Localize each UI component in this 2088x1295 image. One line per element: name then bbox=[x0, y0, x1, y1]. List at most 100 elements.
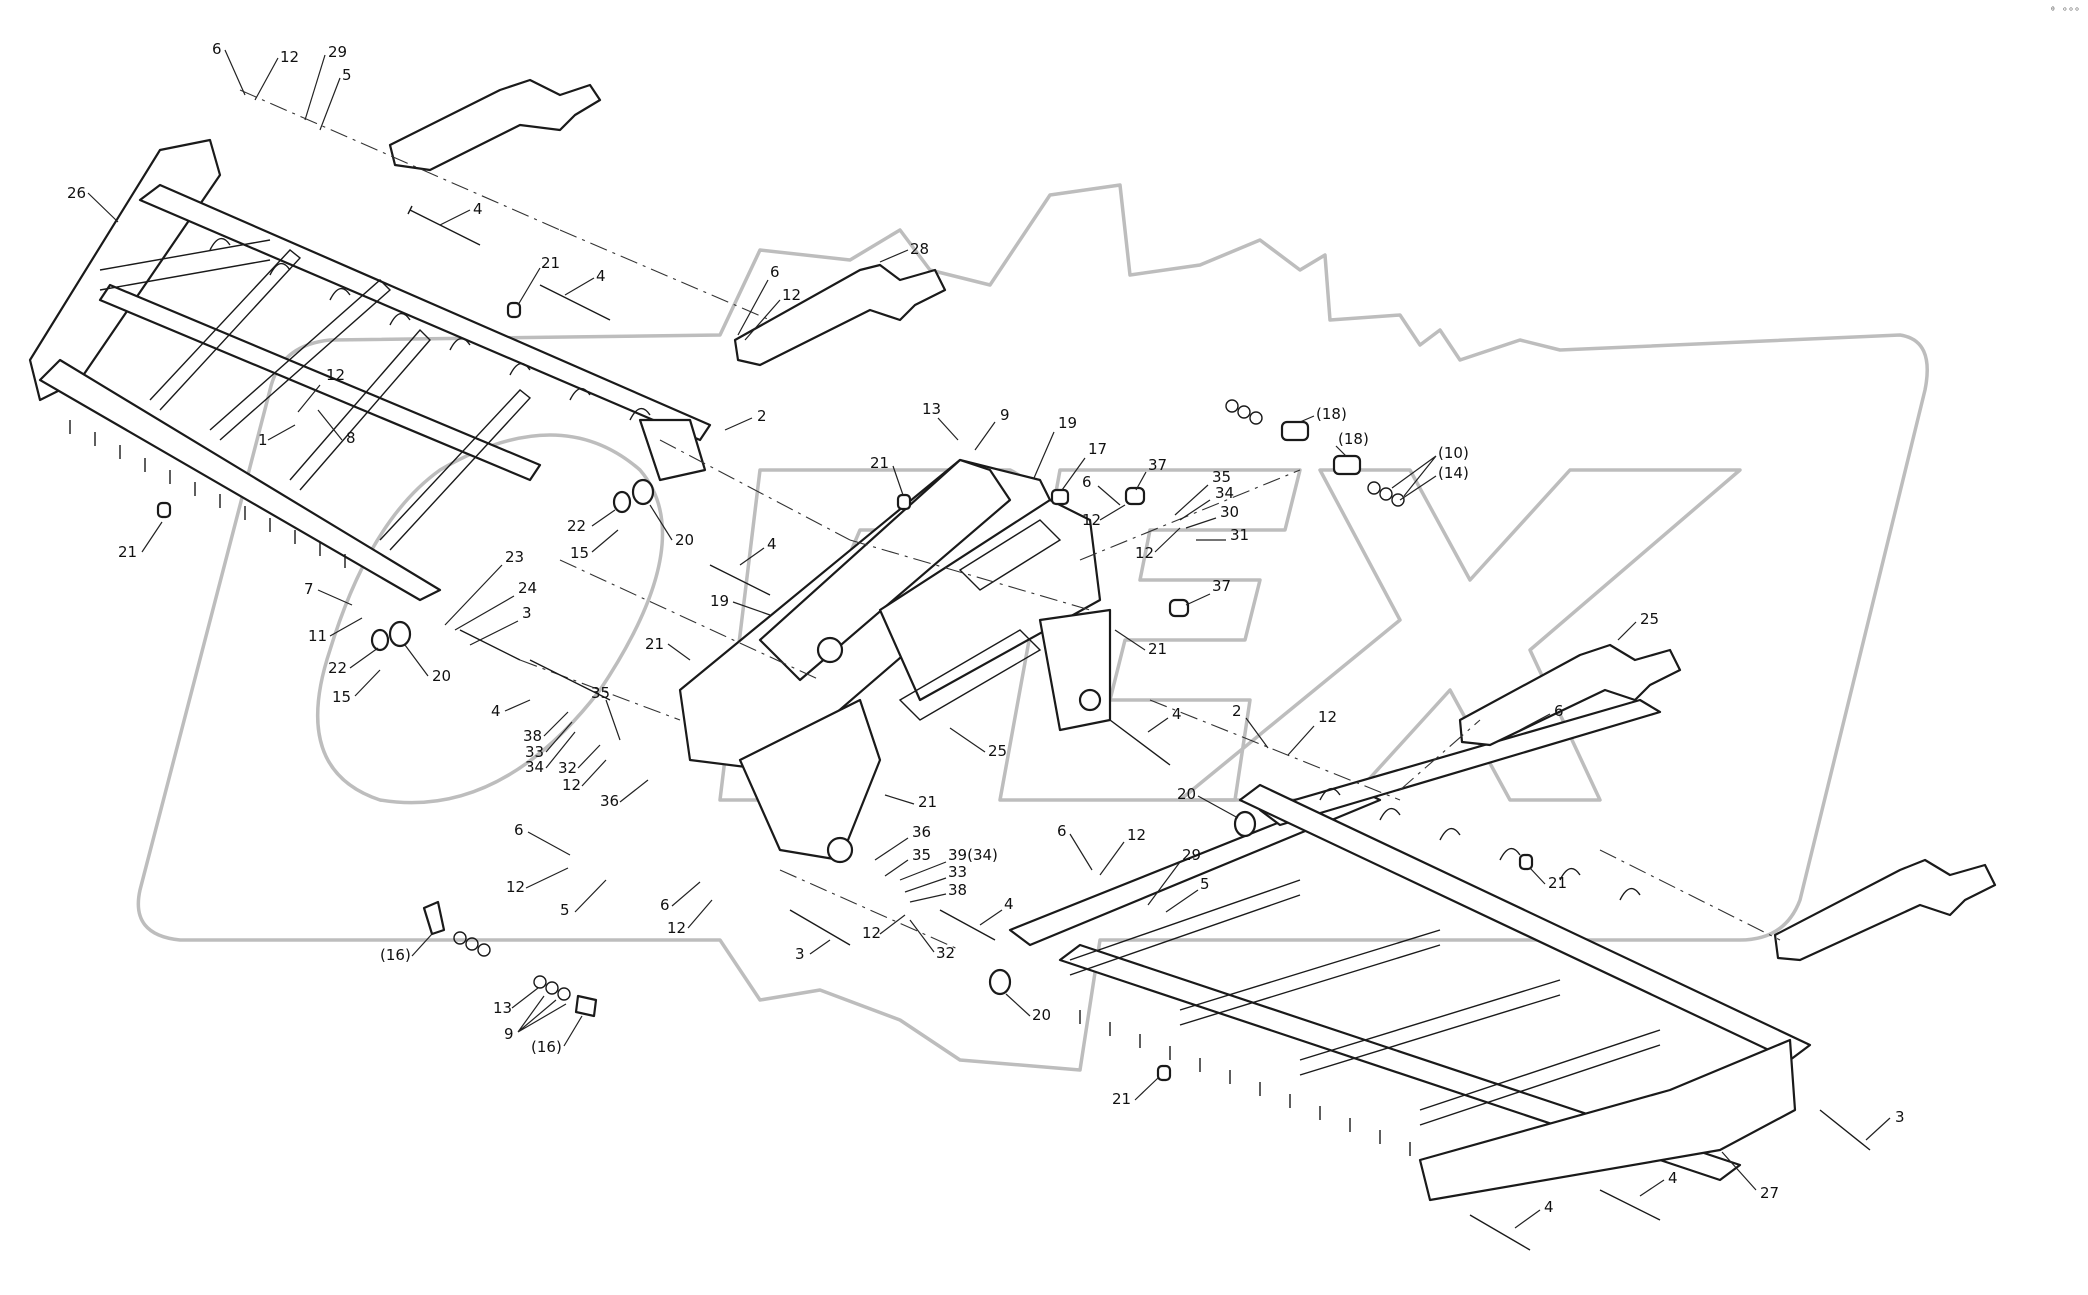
left-main-beam bbox=[38, 358, 442, 602]
callout-label: 32 bbox=[558, 759, 577, 777]
callout-label: 15 bbox=[332, 688, 351, 706]
callout-label: 20 bbox=[1032, 1006, 1051, 1024]
callout-label: 17 bbox=[1088, 440, 1107, 458]
callout-label: 27 bbox=[1760, 1184, 1779, 1202]
tower-upper-arm bbox=[758, 458, 1012, 682]
left-mid-beam bbox=[98, 283, 542, 482]
centre-tower-assembly bbox=[678, 458, 1112, 864]
callout-label: 4 bbox=[1004, 895, 1014, 913]
callout-label: 12 bbox=[1135, 544, 1154, 562]
callout-label: 20 bbox=[675, 531, 694, 549]
callout-label: 15 bbox=[570, 544, 589, 562]
corner-mark: ⁰ ᵒᵒᵒ bbox=[2049, 6, 2080, 17]
right-brace-4 bbox=[1419, 1029, 1661, 1126]
left-brace-1 bbox=[149, 249, 302, 411]
callout-label: 24 bbox=[518, 579, 537, 597]
callout-label: 12 bbox=[862, 924, 881, 942]
callout-label: 13 bbox=[922, 400, 941, 418]
callout-label: 2 bbox=[757, 407, 767, 425]
disc-20d bbox=[988, 968, 1012, 996]
callout-label: 32 bbox=[936, 944, 955, 962]
callout-label: 38 bbox=[948, 881, 967, 899]
callout-label: 36 bbox=[912, 823, 931, 841]
callout-label: (18) bbox=[1338, 430, 1369, 448]
left-rear-beam bbox=[138, 183, 712, 442]
callout-label: 12 bbox=[562, 776, 581, 794]
callout-label: 21 bbox=[118, 543, 137, 561]
callout-label: 8 bbox=[346, 429, 356, 447]
bolt-3a bbox=[459, 629, 521, 661]
callout-label: 26 bbox=[67, 184, 86, 202]
disc-22b bbox=[370, 628, 390, 652]
pin-18a bbox=[1280, 420, 1310, 442]
callout-label: 4 bbox=[1172, 705, 1182, 723]
callout-label: 34 bbox=[525, 758, 544, 776]
hardware-parts bbox=[156, 205, 1871, 1251]
callout-label: 19 bbox=[1058, 414, 1077, 432]
callout-label: 4 bbox=[767, 535, 777, 553]
callout-label: 6 bbox=[514, 821, 524, 839]
callout-label: 9 bbox=[1000, 406, 1010, 424]
callout-label: 5 bbox=[342, 66, 352, 84]
bolt-4a bbox=[407, 205, 481, 246]
right-brace-2 bbox=[1179, 929, 1441, 1026]
bushing-37b bbox=[1168, 598, 1190, 618]
callout-label: 29 bbox=[328, 43, 347, 61]
bushing-37a bbox=[1124, 486, 1146, 506]
watermark-gear-outline bbox=[136, 183, 1929, 1072]
callout-label: 3 bbox=[795, 945, 805, 963]
bushing-17 bbox=[1050, 488, 1070, 506]
callout-label: (16) bbox=[380, 946, 411, 964]
right-brace-1 bbox=[1069, 879, 1301, 976]
callout-label: 21 bbox=[645, 635, 664, 653]
disc-20c bbox=[1233, 810, 1257, 838]
hitch-arm-upper-left bbox=[388, 78, 602, 172]
bolt-4c bbox=[529, 659, 611, 701]
bushing-21d bbox=[1518, 853, 1534, 871]
left-frame-assembly bbox=[28, 138, 712, 602]
callout-label: 12 bbox=[1082, 511, 1101, 529]
hitch-arm-28 bbox=[733, 263, 947, 367]
pin-18b bbox=[1332, 454, 1362, 476]
callout-label: 35 bbox=[591, 684, 610, 702]
right-end-plate-27 bbox=[1418, 1038, 1797, 1202]
callout-label: 37 bbox=[1212, 577, 1231, 595]
right-teeth bbox=[1079, 1010, 1411, 1156]
bolt-4d bbox=[1109, 719, 1171, 766]
callout-label: 12 bbox=[667, 919, 686, 937]
callout-label: 29 bbox=[1182, 846, 1201, 864]
callout-label: 20 bbox=[1177, 785, 1196, 803]
right-frame-assembly bbox=[1008, 698, 1812, 1202]
callout-label: 11 bbox=[308, 627, 327, 645]
assembly-axis-lines bbox=[239, 89, 1781, 951]
hitch-arm-25 bbox=[1458, 643, 1682, 747]
callout-label: 21 bbox=[1148, 640, 1167, 658]
callout-label: 9 bbox=[504, 1025, 514, 1043]
callout-label: 6 bbox=[660, 896, 670, 914]
callout-label: 6 bbox=[1057, 822, 1067, 840]
callout-label: 33 bbox=[525, 743, 544, 761]
washer-set-18 bbox=[1225, 399, 1263, 425]
callout-label: (10) bbox=[1438, 444, 1469, 462]
callout-label: 12 bbox=[280, 48, 299, 66]
bolt-3b bbox=[789, 909, 851, 946]
callout-label: 6 bbox=[770, 263, 780, 281]
washer-set-13-9 bbox=[533, 975, 571, 1001]
callout-label: 6 bbox=[212, 40, 222, 58]
callout-label: 39(34) bbox=[948, 846, 998, 864]
callout-label: 21 bbox=[870, 454, 889, 472]
tower-pivot-3 bbox=[826, 836, 854, 864]
tower-right-bracket bbox=[1038, 608, 1112, 732]
bolt-4f bbox=[1599, 1189, 1661, 1221]
callout-label: 22 bbox=[567, 517, 586, 535]
callout-label: 31 bbox=[1230, 526, 1249, 544]
callout-label: 22 bbox=[328, 659, 347, 677]
left-brace-4 bbox=[379, 389, 532, 551]
callout-label: 37 bbox=[1148, 456, 1167, 474]
right-front-beam bbox=[1258, 698, 1662, 827]
tower-cutout bbox=[898, 519, 1062, 721]
callout-label: 30 bbox=[1220, 503, 1239, 521]
callout-label: 5 bbox=[560, 901, 570, 919]
washer-set-16a bbox=[453, 931, 491, 957]
callout-label: 12 bbox=[326, 366, 345, 384]
